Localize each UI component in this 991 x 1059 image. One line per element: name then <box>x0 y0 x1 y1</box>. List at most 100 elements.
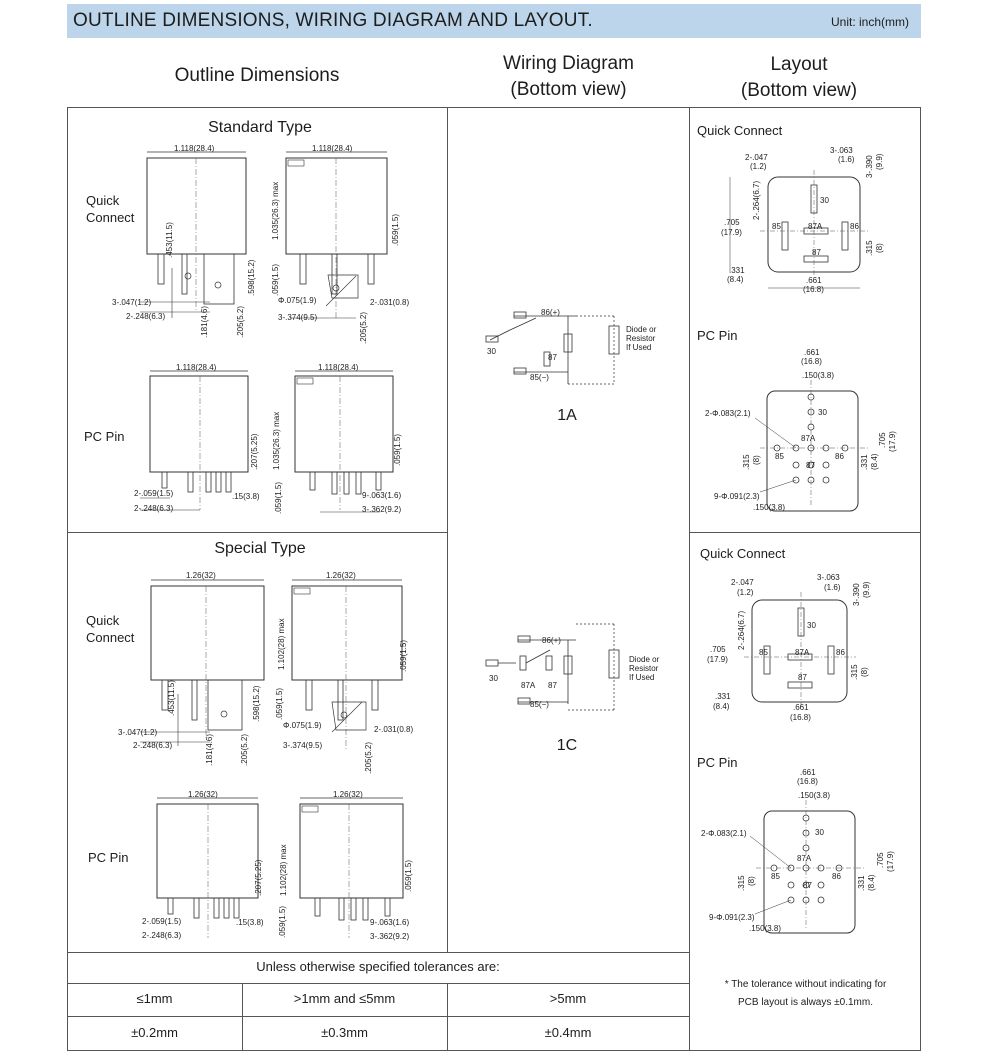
dim-label: 1.26(32) <box>326 571 356 580</box>
pin-label: 86 <box>832 872 841 881</box>
pin-label: 86 <box>850 222 859 231</box>
dim-label: 2-.047 <box>731 578 754 587</box>
dim-label: .661 <box>804 348 820 357</box>
pin-label: 87A <box>797 854 812 863</box>
special-qc-side-drawing <box>291 579 403 750</box>
dim-label: .598(15.2) <box>247 259 256 296</box>
terminal-label: 30 <box>487 347 496 356</box>
special-type-title: Special Type <box>214 540 306 557</box>
pin-label: 87A <box>795 648 810 657</box>
dim-label: .059(1.5) <box>275 687 284 720</box>
dim-label: .207(5.25) <box>250 433 259 470</box>
dim-label: 2-Φ.083(2.1) <box>701 829 747 838</box>
wiring-1a-label: 1A <box>557 407 577 424</box>
pin-label: 87 <box>806 461 815 470</box>
dim-label: (16.8) <box>801 357 822 366</box>
terminal-label: 85(−) <box>530 373 549 382</box>
dim-label: (8) <box>747 876 756 886</box>
dim-label: 2-.059(1.5) <box>134 489 174 498</box>
layout-upper-pc-label: PC Pin <box>697 328 738 343</box>
dim-label: 1.118(28.4) <box>176 363 217 372</box>
pin-label: 85 <box>759 648 768 657</box>
dim-label: 3-.047(1.2) <box>118 728 158 737</box>
drawing-frame <box>67 107 921 1051</box>
dim-label: 2-.059(1.5) <box>142 917 182 926</box>
dim-label: .150(3.8) <box>802 371 835 380</box>
dim-label: 2-.031(0.8) <box>370 298 410 307</box>
layout-lower-pc-label: PC Pin <box>697 755 738 770</box>
terminal-label: 87A <box>521 681 536 690</box>
pin-label: 85 <box>775 452 784 461</box>
standard-type-title: Standard Type <box>208 119 312 136</box>
dim-label: .150(3.8) <box>749 924 782 933</box>
dim-label: .059(1.5) <box>399 639 408 672</box>
dim-label: 1.118(28.4) <box>312 144 353 153</box>
dim-label: 3-.362(9.2) <box>362 505 402 514</box>
tolerance-value: ±0.2mm <box>131 1025 178 1040</box>
page-title: OUTLINE DIMENSIONS, WIRING DIAGRAM AND L… <box>73 10 593 31</box>
standard-pc-label: PC Pin <box>84 429 125 444</box>
dim-label: (8.4) <box>727 275 744 284</box>
dim-label: .315 <box>737 875 746 891</box>
layout-upper-qc-drawing <box>729 170 870 289</box>
dim-label: .705 <box>878 432 887 448</box>
dim-label: .15(3.8) <box>236 918 264 927</box>
dim-label: 1.26(32) <box>188 790 218 799</box>
dim-label: 3-.063 <box>830 146 853 155</box>
tolerance-header: ≤1mm <box>136 991 173 1006</box>
dim-label: 3-.362(9.2) <box>370 932 410 941</box>
pin-label: 87 <box>812 248 821 257</box>
dim-label: 1.035(26.3) max <box>272 411 281 470</box>
dim-label: (9.9) <box>862 581 871 598</box>
dim-label: .661 <box>800 768 816 777</box>
pin-label: 87 <box>803 881 812 890</box>
special-pc-side-drawing <box>299 797 404 938</box>
dim-label: .205(5.2) <box>359 311 368 344</box>
dim-label: .598(15.2) <box>252 685 261 722</box>
dim-label: (8) <box>752 455 761 465</box>
dim-label: 2-.264(6.7) <box>737 610 746 650</box>
dim-label: 9-Φ.091(2.3) <box>714 492 760 501</box>
dim-label: (8) <box>860 667 869 677</box>
dim-label: (17.9) <box>707 655 728 664</box>
pcb-tolerance-note: * The tolerance without indicating for P… <box>724 979 887 1008</box>
dim-label: .181(4.6) <box>205 733 214 766</box>
pin-label: 85 <box>772 222 781 231</box>
dim-label: .059(1.5) <box>404 859 413 892</box>
wiring-column-header: Wiring Diagram (Bottom view) <box>503 53 634 100</box>
dim-label: .331 <box>729 266 745 275</box>
dim-label: 2-.248(6.3) <box>142 931 182 940</box>
dim-label: 1.118(28.4) <box>174 144 215 153</box>
dim-label: .150(3.8) <box>753 503 786 512</box>
dim-label: 3-.063 <box>817 573 840 582</box>
dim-label: 2-.248(6.3) <box>134 504 174 513</box>
terminal-label: 86(+) <box>542 636 561 645</box>
dim-label: (8) <box>875 243 884 253</box>
wiring-1a-diagram <box>485 311 620 385</box>
dim-label: 1.118(28.4) <box>318 363 359 372</box>
pin-label: 87A <box>801 434 816 443</box>
tolerance-header: >1mm and ≤5mm <box>293 991 396 1006</box>
dim-label: Φ.075(1.9) <box>278 296 317 305</box>
layout-lower-qc-drawing <box>744 592 856 708</box>
dim-label: .661 <box>806 276 822 285</box>
dim-label: .059(1.5) <box>271 263 280 296</box>
terminal-label: 85(−) <box>530 700 549 709</box>
pin-label: 30 <box>820 196 829 205</box>
pin-label: 30 <box>818 408 827 417</box>
layout-lower-qc-label: Quick Connect <box>700 546 786 561</box>
dim-label: 2-.248(6.3) <box>133 741 173 750</box>
dim-label: .453(11.5) <box>167 680 176 716</box>
dim-label: 3-.390 <box>865 155 874 178</box>
dim-label: .059(1.5) <box>393 433 402 466</box>
outline-column-header: Outline Dimensions <box>174 65 340 86</box>
dim-label: 1.035(26.3) max <box>271 181 280 240</box>
dim-label: .705 <box>876 852 885 868</box>
dim-label: .331 <box>715 692 731 701</box>
special-pc-front-drawing <box>156 797 259 938</box>
layout-upper-qc-label: Quick Connect <box>697 123 783 138</box>
layout-upper-pc-drawing <box>754 380 870 512</box>
dim-label: 9-Φ.091(2.3) <box>709 913 755 922</box>
